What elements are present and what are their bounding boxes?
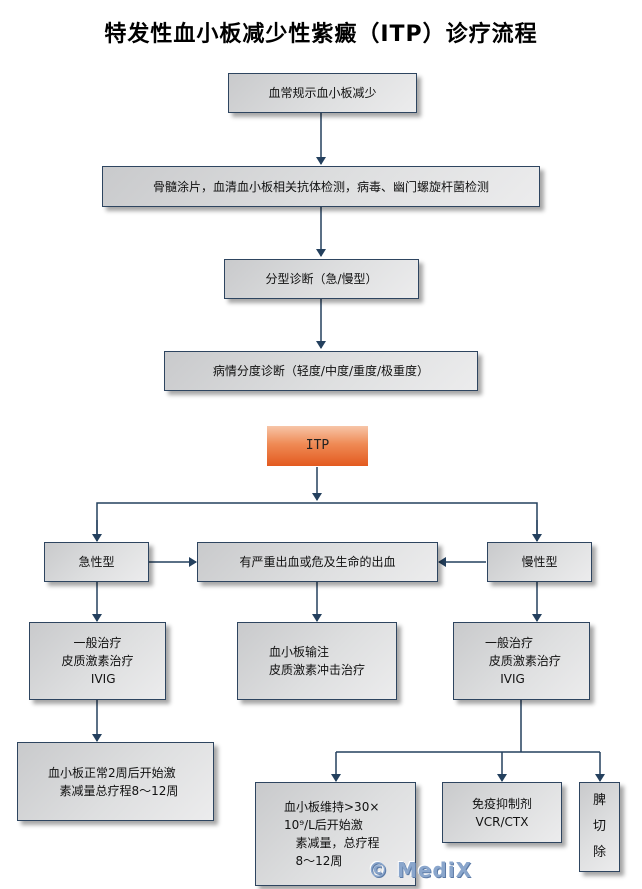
node-severe-bleeding: 有严重出血或危及生命的出血 bbox=[197, 542, 438, 582]
node-chronic-treatment: 一般治疗 皮质激素治疗 IVIG bbox=[453, 622, 590, 700]
node-acute: 急性型 bbox=[44, 542, 149, 582]
node-tests: 骨髓涂片，血清血小板相关抗体检测，病毒、幽门螺旋杆菌检测 bbox=[102, 166, 540, 207]
node-splenectomy: 脾 切 除 bbox=[579, 782, 620, 872]
branch-line-top bbox=[96, 502, 538, 541]
node-cbc-text: 血常规示血小板减少 bbox=[268, 86, 377, 100]
node-immunosuppressant-text: 免疫抑制剂 VCR/CTX bbox=[471, 796, 532, 829]
node-itp: ITP bbox=[267, 426, 368, 466]
node-chronic-text: 慢性型 bbox=[521, 555, 558, 569]
node-chronic-maintain-text: 血小板维持>30× 10⁹/L后开始激 素减量，总疗程 8～12周 bbox=[284, 800, 380, 868]
node-acute-followup: 血小板正常2周后开始激 素减量总疗程8～12周 bbox=[17, 742, 214, 821]
node-severe-bleeding-text: 有严重出血或危及生命的出血 bbox=[239, 555, 396, 569]
node-splenectomy-text: 脾 切 除 bbox=[592, 793, 606, 860]
node-acute-followup-text: 血小板正常2周后开始激 素减量总疗程8～12周 bbox=[48, 765, 179, 798]
node-acute-treatment-text: 一般治疗 皮质激素治疗 IVIG bbox=[61, 636, 134, 686]
node-bleeding-treatment-text: 血小板输注 皮质激素冲击治疗 bbox=[269, 645, 366, 677]
node-chronic-maintain: 血小板维持>30× 10⁹/L后开始激 素减量，总疗程 8～12周 bbox=[255, 782, 416, 886]
node-cbc: 血常规示血小板减少 bbox=[228, 73, 417, 113]
node-tests-text: 骨髓涂片，血清血小板相关抗体检测，病毒、幽门螺旋杆菌检测 bbox=[152, 179, 489, 194]
flowchart-title: 特发性血小板减少性紫癜（ITP）诊疗流程 bbox=[104, 22, 538, 47]
node-itp-text: ITP bbox=[305, 438, 330, 453]
node-typing-text: 分型诊断（急/慢型） bbox=[265, 272, 378, 286]
node-typing: 分型诊断（急/慢型） bbox=[224, 259, 419, 299]
node-severity-text: 病情分度诊断（轻度/中度/重度/极重度） bbox=[212, 364, 430, 378]
node-bleeding-treatment: 血小板输注 皮质激素冲击治疗 bbox=[237, 622, 397, 700]
medix-watermark: © MediX bbox=[368, 858, 473, 882]
node-severity: 病情分度诊断（轻度/中度/重度/极重度） bbox=[164, 351, 478, 391]
node-immunosuppressant: 免疫抑制剂 VCR/CTX bbox=[442, 782, 562, 843]
node-chronic: 慢性型 bbox=[487, 542, 592, 582]
node-chronic-treatment-text: 一般治疗 皮质激素治疗 IVIG bbox=[485, 636, 561, 686]
node-acute-text: 急性型 bbox=[78, 555, 115, 569]
node-acute-treatment: 一般治疗 皮质激素治疗 IVIG bbox=[29, 622, 166, 700]
